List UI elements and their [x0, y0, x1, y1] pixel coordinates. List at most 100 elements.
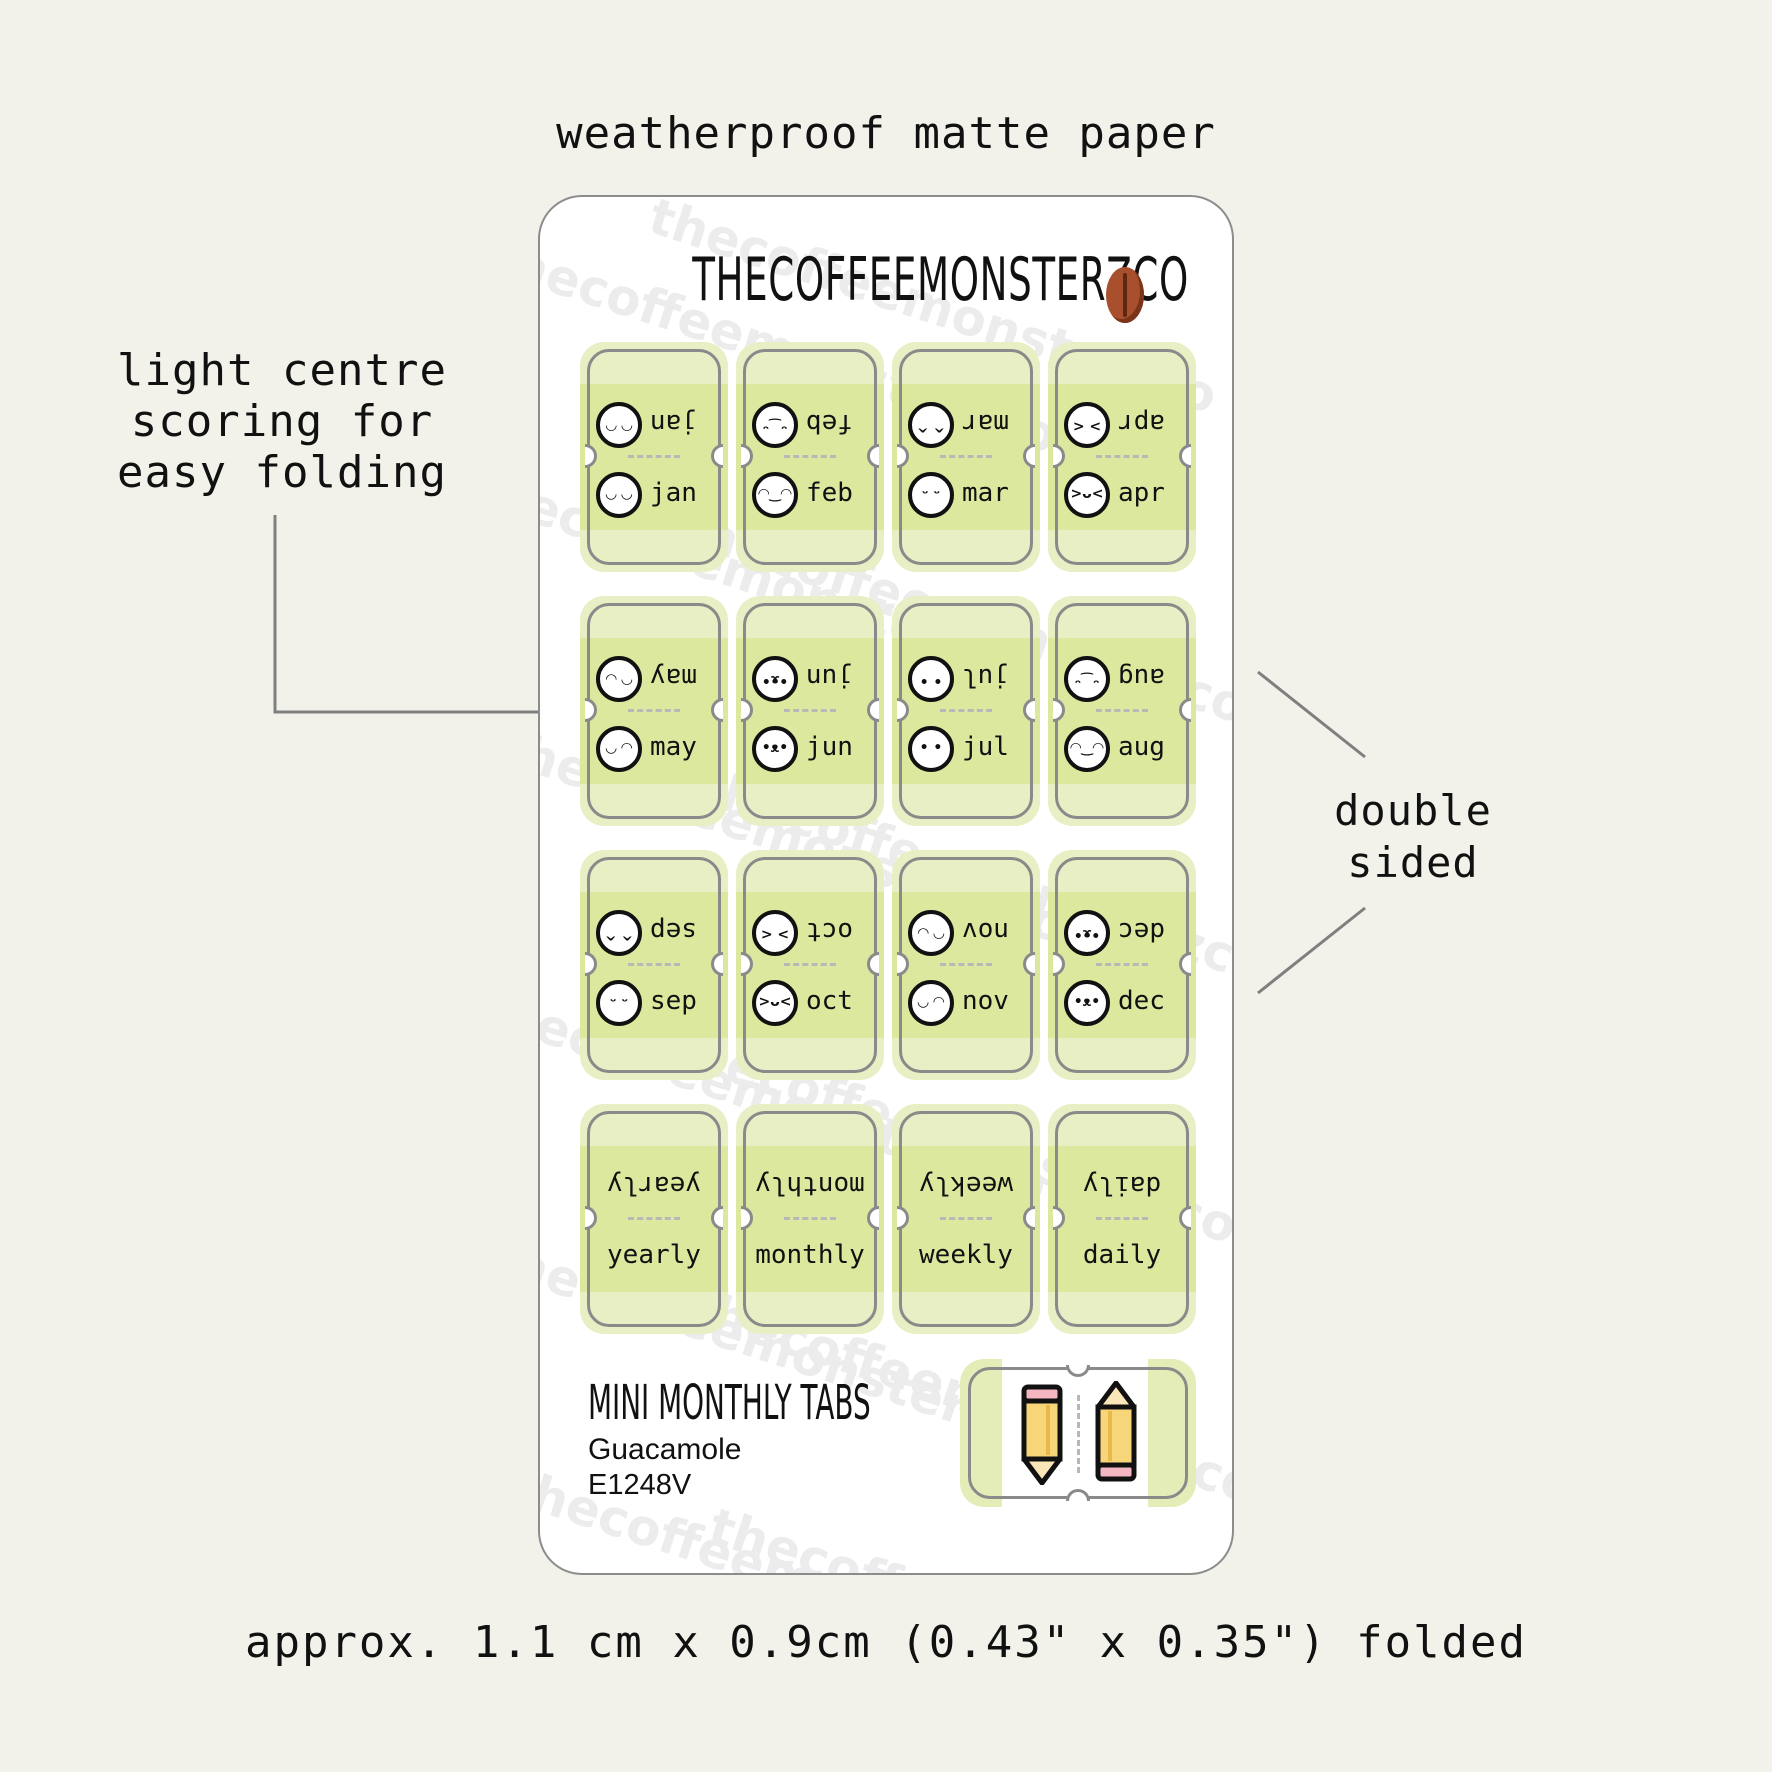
tab-label-upside-down: jul	[962, 662, 1009, 692]
tab-label-upside-down: monthly	[755, 1170, 865, 1200]
pencil-tab-notch-bottom	[1066, 1489, 1090, 1501]
tab-label: jul	[962, 732, 1009, 762]
tab-notch-right	[1179, 698, 1191, 722]
tab-label-upside-down: aug	[1118, 662, 1165, 692]
tab-label: feb	[806, 478, 853, 508]
tab-label: apr	[1118, 478, 1165, 508]
tab-label-upside-down: feb	[806, 408, 853, 438]
word-tab-yearly: yearly yearly	[580, 1104, 728, 1334]
tab-label: mar	[962, 478, 1009, 508]
top-caption: weatherproof matte paper	[556, 108, 1216, 159]
right-caption: double sided	[1334, 786, 1492, 887]
tab-notch-right	[1023, 444, 1035, 468]
brand-logo-text: THECOFFEEMONSTERZCO	[692, 245, 1189, 315]
tab-fold-line	[1096, 963, 1148, 966]
tab-notch-right	[1179, 952, 1191, 976]
face-icon: ◡ ◠	[596, 726, 642, 772]
tab-label-upside-down: apr	[1118, 408, 1165, 438]
tab-notch-right	[1179, 1206, 1191, 1230]
bottom-caption: approx. 1.1 cm x 0.9cm (0.43" x 0.35") f…	[244, 1617, 1528, 1668]
face-icon: > <	[1064, 402, 1110, 448]
tab-label: nov	[962, 986, 1009, 1016]
tab-fold-line	[940, 709, 992, 712]
face-icon: ◠ ◡	[908, 910, 954, 956]
tab-fold-line	[940, 455, 992, 458]
tab-label-upside-down: oct	[806, 916, 853, 946]
tab-notch-right	[1179, 444, 1191, 468]
tab-fold-line	[784, 963, 836, 966]
coffee-bean-icon	[1106, 267, 1144, 323]
face-icon: ◡ ◠	[908, 980, 954, 1026]
watermark-text: thecoffeemonsterzco	[702, 1497, 1232, 1573]
product-title: MINI MONTHLY TABS	[588, 1375, 871, 1431]
tab-notch-right	[1023, 1206, 1035, 1230]
face-icon: ◠ ◠	[596, 402, 642, 448]
face-icon: ᵕ‿ᵕ	[752, 402, 798, 448]
tab-label: yearly	[607, 1240, 701, 1270]
tab-fold-line	[1096, 1217, 1148, 1220]
face-icon: •ᴥ•	[752, 726, 798, 772]
month-tab-feb: ᵕ‿ᵕ ◠‿◠ feb feb	[736, 342, 884, 572]
tab-label-upside-down: dec	[1118, 916, 1165, 946]
face-icon: ◡ ◡	[596, 472, 642, 518]
face-icon: ◠‿◠	[752, 472, 798, 518]
face-icon: ^ ^	[596, 910, 642, 956]
face-icon: •ᴥ•	[1064, 910, 1110, 956]
right-callout-line-bottom	[1257, 906, 1366, 995]
right-callout-line-top	[1257, 670, 1366, 759]
pencil-icon	[1021, 1384, 1063, 1485]
tab-label-upside-down: yearly	[607, 1170, 701, 1200]
tab-notch-right	[867, 952, 879, 976]
face-icon: •ᴥ•	[752, 656, 798, 702]
tab-fold-line	[784, 455, 836, 458]
tab-notch-right	[711, 444, 723, 468]
face-icon: • •	[908, 656, 954, 702]
tab-fold-line	[628, 709, 680, 712]
face-icon: ᵕ ᵕ	[596, 980, 642, 1026]
tab-notch-right	[1023, 952, 1035, 976]
tab-fold-line	[940, 963, 992, 966]
tab-label-upside-down: may	[650, 662, 697, 692]
brand-row: THECOFFEEMONSTERZCO	[540, 245, 1232, 315]
month-tab-nov: ◠ ◡ ◡ ◠ nov nov	[892, 850, 1040, 1080]
tab-label: may	[650, 732, 697, 762]
tab-label: weekly	[919, 1240, 1013, 1270]
tab-notch-right	[1023, 698, 1035, 722]
tab-notch-right	[711, 698, 723, 722]
tab-fold-line	[1096, 455, 1148, 458]
month-tab-may: ◠ ◡ ◡ ◠ may may	[580, 596, 728, 826]
tab-fold-line	[784, 1217, 836, 1220]
face-icon: ◠‿◠	[1064, 726, 1110, 772]
face-icon: ᵕ‿ᵕ	[1064, 656, 1110, 702]
tab-notch-right	[711, 952, 723, 976]
tab-fold-line	[628, 1217, 680, 1220]
month-tab-jul: • • • • jul jul	[892, 596, 1040, 826]
pencil-tab-fold-line	[1077, 1395, 1080, 1473]
face-icon: ◠ ◡	[596, 656, 642, 702]
product-code: E1248V	[588, 1469, 692, 1501]
tab-label-upside-down: daily	[1082, 1170, 1162, 1200]
tab-fold-line	[940, 1217, 992, 1220]
tab-notch-right	[867, 698, 879, 722]
tab-notch-right	[867, 1206, 879, 1230]
tab-label: oct	[806, 986, 853, 1016]
face-icon: >ᴗ<	[752, 980, 798, 1026]
tab-label-upside-down: jun	[806, 662, 853, 692]
tab-label: sep	[650, 986, 697, 1016]
tab-fold-line	[628, 963, 680, 966]
tab-notch-right	[711, 1206, 723, 1230]
tab-label-upside-down: mar	[962, 408, 1009, 438]
tab-label: daily	[1082, 1240, 1162, 1270]
word-tab-monthly: monthly monthly	[736, 1104, 884, 1334]
face-icon: • •	[908, 726, 954, 772]
tab-label: monthly	[755, 1240, 865, 1270]
tab-label-upside-down: nov	[962, 916, 1009, 946]
product-colourway: Guacamole	[588, 1433, 742, 1466]
